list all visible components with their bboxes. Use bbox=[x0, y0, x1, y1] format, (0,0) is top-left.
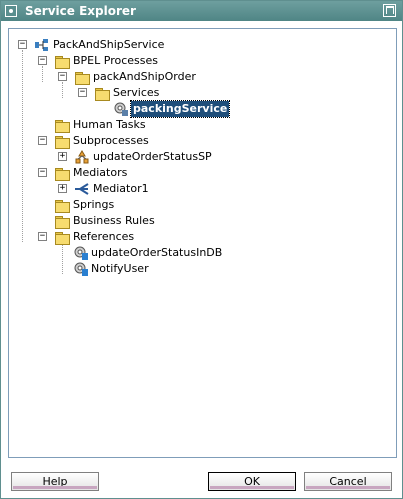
tree-line bbox=[22, 50, 23, 242]
expand-icon[interactable]: + bbox=[58, 183, 67, 193]
tree-node-springs[interactable]: Springs bbox=[37, 197, 237, 213]
tree-node-label: BPEL Processes bbox=[73, 54, 158, 67]
tree-node-business-rules[interactable]: Business Rules bbox=[37, 213, 237, 229]
subprocess-icon bbox=[74, 149, 90, 165]
folder-icon bbox=[54, 133, 70, 149]
service-tree[interactable]: − PackAndShipService − BPEL Processes − bbox=[8, 28, 397, 458]
tree-node-human-tasks[interactable]: Human Tasks bbox=[37, 117, 237, 133]
tree-node-label: NotifyUser bbox=[91, 262, 149, 275]
window-icon bbox=[5, 5, 17, 17]
tree-node-bpel-processes[interactable]: − BPEL Processes bbox=[37, 53, 237, 69]
maximize-icon[interactable] bbox=[383, 4, 396, 17]
tree-node-label: PackAndShipService bbox=[53, 38, 165, 51]
tree-node-mediator1[interactable]: + Mediator1 bbox=[57, 181, 257, 197]
collapse-icon[interactable]: − bbox=[38, 135, 47, 145]
folder-icon bbox=[54, 229, 70, 245]
collapse-icon[interactable]: − bbox=[18, 39, 27, 49]
help-button[interactable]: Help bbox=[11, 472, 99, 491]
tree-node-update-order-status-sp[interactable]: + updateOrderStatusSP bbox=[57, 149, 257, 165]
tree-node-label: Human Tasks bbox=[73, 118, 146, 131]
tree-node-packing-service[interactable]: packingService bbox=[113, 100, 313, 118]
tree-node-label: Mediators bbox=[73, 166, 128, 179]
reference-gear-icon bbox=[73, 245, 89, 261]
folder-icon bbox=[94, 85, 110, 101]
service-gear-icon bbox=[113, 101, 129, 117]
tree-node-mediators[interactable]: − Mediators bbox=[37, 165, 237, 181]
folder-icon bbox=[54, 117, 70, 133]
title-bar[interactable]: Service Explorer bbox=[1, 1, 402, 21]
folder-icon bbox=[74, 69, 90, 85]
folder-icon bbox=[54, 213, 70, 229]
folder-icon bbox=[54, 53, 70, 69]
reference-gear-icon bbox=[73, 261, 89, 277]
ok-button[interactable]: OK bbox=[208, 472, 296, 491]
window-title: Service Explorer bbox=[25, 4, 136, 18]
composite-icon bbox=[34, 37, 50, 53]
tree-line bbox=[42, 66, 43, 82]
tree-node-label: packAndShipOrder bbox=[93, 70, 196, 83]
collapse-icon[interactable]: − bbox=[78, 87, 87, 97]
tree-node-references[interactable]: − References bbox=[37, 229, 237, 245]
tree-node-label: updateOrderStatusInDB bbox=[91, 246, 223, 259]
tree-node-label: updateOrderStatusSP bbox=[93, 150, 212, 163]
tree-node-notify-user[interactable]: NotifyUser bbox=[73, 261, 273, 277]
tree-node-label: Mediator1 bbox=[93, 182, 149, 195]
tree-node-update-order-status-in-db[interactable]: updateOrderStatusInDB bbox=[73, 245, 293, 261]
tree-node-root[interactable]: − PackAndShipService bbox=[17, 37, 217, 53]
collapse-icon[interactable]: − bbox=[38, 167, 47, 177]
tree-line bbox=[62, 82, 63, 98]
collapse-icon[interactable]: − bbox=[38, 55, 47, 65]
folder-icon bbox=[54, 165, 70, 181]
tree-node-label: packingService bbox=[129, 100, 231, 118]
collapse-icon[interactable]: − bbox=[38, 231, 47, 241]
tree-node-label: Business Rules bbox=[73, 214, 155, 227]
tree-node-services[interactable]: − Services bbox=[77, 85, 277, 101]
tree-node-pack-and-ship-order[interactable]: − packAndShipOrder bbox=[57, 69, 257, 85]
tree-node-label: Springs bbox=[73, 198, 115, 211]
collapse-icon[interactable]: − bbox=[58, 71, 67, 81]
tree-node-subprocesses[interactable]: − Subprocesses bbox=[37, 133, 237, 149]
folder-icon bbox=[54, 197, 70, 213]
tree-node-label: References bbox=[73, 230, 135, 243]
cancel-button[interactable]: Cancel bbox=[304, 472, 392, 491]
expand-icon[interactable]: + bbox=[58, 151, 67, 161]
tree-node-label: Services bbox=[113, 86, 160, 99]
mediator-icon bbox=[74, 181, 90, 197]
tree-node-label: Subprocesses bbox=[73, 134, 149, 147]
tree-line bbox=[62, 242, 63, 274]
